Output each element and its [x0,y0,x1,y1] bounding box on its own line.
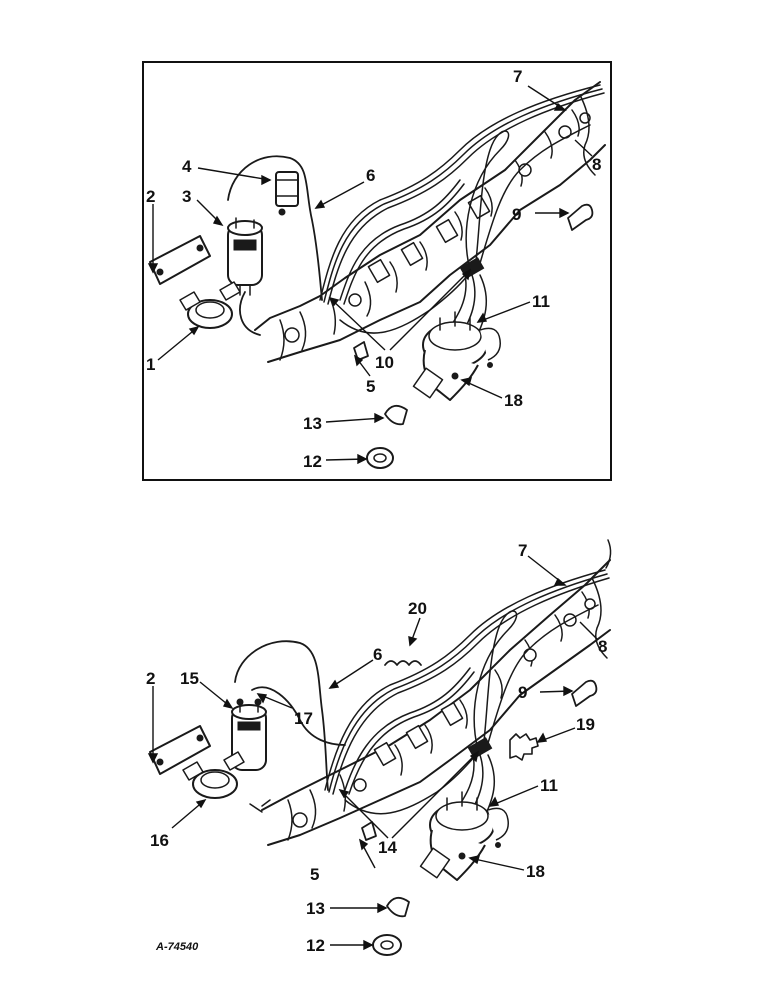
coil-wire [234,640,329,791]
callout-19: 19 [576,715,595,734]
leader-lines [147,555,599,951]
engine-block [249,559,611,846]
engine-block [254,81,606,363]
callout-6: 6 [373,645,382,664]
ignition-coil [227,217,263,336]
wire-clip [353,341,369,361]
wire-clip [361,821,377,841]
callout-11: 11 [532,292,550,311]
callout-1: 1 [146,355,155,374]
spark-plug-terminal [571,679,598,707]
upper-diagram-frame [142,61,612,481]
distributor-clamp [384,404,408,426]
callout-4: 4 [182,157,192,176]
callout-8: 8 [598,637,607,656]
callout-2: 2 [146,669,155,688]
leader-lines [147,85,593,465]
coil-bracket [149,725,211,775]
callout-3: 3 [182,187,191,206]
resistor-wire [251,686,346,746]
callout-9: 9 [512,205,521,224]
spring-clip [384,660,422,666]
lower-callouts: 2 5 6 7 8 9 11 12 13 14 15 16 17 18 19 2… [146,541,607,955]
callout-20: 20 [408,599,427,618]
coil-clamp [182,751,245,799]
callout-8: 8 [592,155,601,174]
callout-6: 6 [366,166,375,185]
distributor [412,311,501,401]
callout-9: 9 [518,683,527,702]
callout-7: 7 [518,541,527,560]
coil-clamp [179,281,241,329]
gasket [366,447,394,469]
distributor-clamp [386,896,410,918]
upper-diagram: 1 2 3 4 5 6 7 8 9 10 11 12 13 18 [142,61,612,481]
callout-13: 13 [303,414,322,433]
upper-callouts: 1 2 3 4 5 6 7 8 9 10 11 12 13 18 [146,67,601,471]
callout-18: 18 [526,862,545,881]
callout-12: 12 [306,936,325,955]
callout-12: 12 [303,452,322,471]
callout-16: 16 [150,831,169,850]
lower-diagram: 2 5 6 7 8 9 11 12 13 14 15 16 17 18 19 2… [146,539,612,956]
distributor [419,791,509,881]
gasket [372,934,402,956]
wire-harness [324,539,612,821]
resistor [275,171,299,216]
coil-bracket [149,235,211,285]
callout-7: 7 [513,67,522,86]
callout-11: 11 [540,776,558,795]
callout-5: 5 [310,865,319,884]
callout-14: 14 [378,838,397,857]
ignition-coil [231,698,267,771]
spark-plug-terminal [567,203,594,231]
figure-id: A-74540 [155,941,199,953]
callout-2: 2 [146,187,155,206]
callout-13: 13 [306,899,325,918]
callout-10: 10 [375,353,394,372]
distributor-rotor [509,733,539,761]
callout-17: 17 [294,709,313,728]
callout-15: 15 [180,669,199,688]
coil-wire [227,155,323,301]
callout-5: 5 [366,377,375,396]
callout-18: 18 [504,391,523,410]
